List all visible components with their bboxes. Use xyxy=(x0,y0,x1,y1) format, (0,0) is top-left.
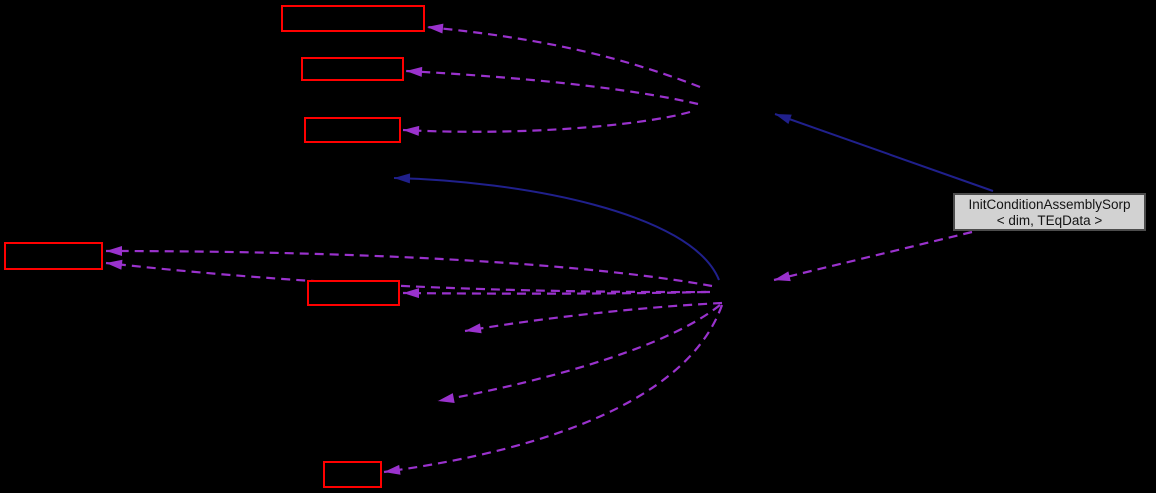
usage-edge-usage-8 xyxy=(464,301,723,334)
usage-edge-usage-2 xyxy=(405,66,699,106)
usage-edge-usage-9 xyxy=(437,304,721,403)
class-node-left[interactable] xyxy=(4,242,103,270)
usage-edge-usage-3 xyxy=(402,110,691,136)
inheritance-edge-inherit-1 xyxy=(774,113,994,192)
usage-edge-usage-10 xyxy=(383,304,724,475)
usage-edge-usage-7 xyxy=(402,288,707,299)
usage-edge-usage-5 xyxy=(105,246,713,288)
class-node-bottom[interactable] xyxy=(323,461,382,488)
class-node-middle[interactable] xyxy=(307,280,400,306)
template-args-line2: < dim, TEqData > xyxy=(996,212,1103,228)
class-node-initconditionassemblysorp: InitConditionAssemblySorp < dim, TEqData… xyxy=(953,193,1146,231)
class-name-line1: InitConditionAssemblySorp xyxy=(968,197,1131,212)
usage-edge-usage-1 xyxy=(426,23,701,89)
usage-edge-usage-6 xyxy=(105,259,711,294)
inheritance-edge-inherit-2 xyxy=(393,173,720,281)
class-node-top-1[interactable] xyxy=(281,5,425,32)
class-node-top-2[interactable] xyxy=(301,57,404,81)
class-node-top-3[interactable] xyxy=(304,117,401,143)
usage-edge-usage-4 xyxy=(773,230,973,282)
